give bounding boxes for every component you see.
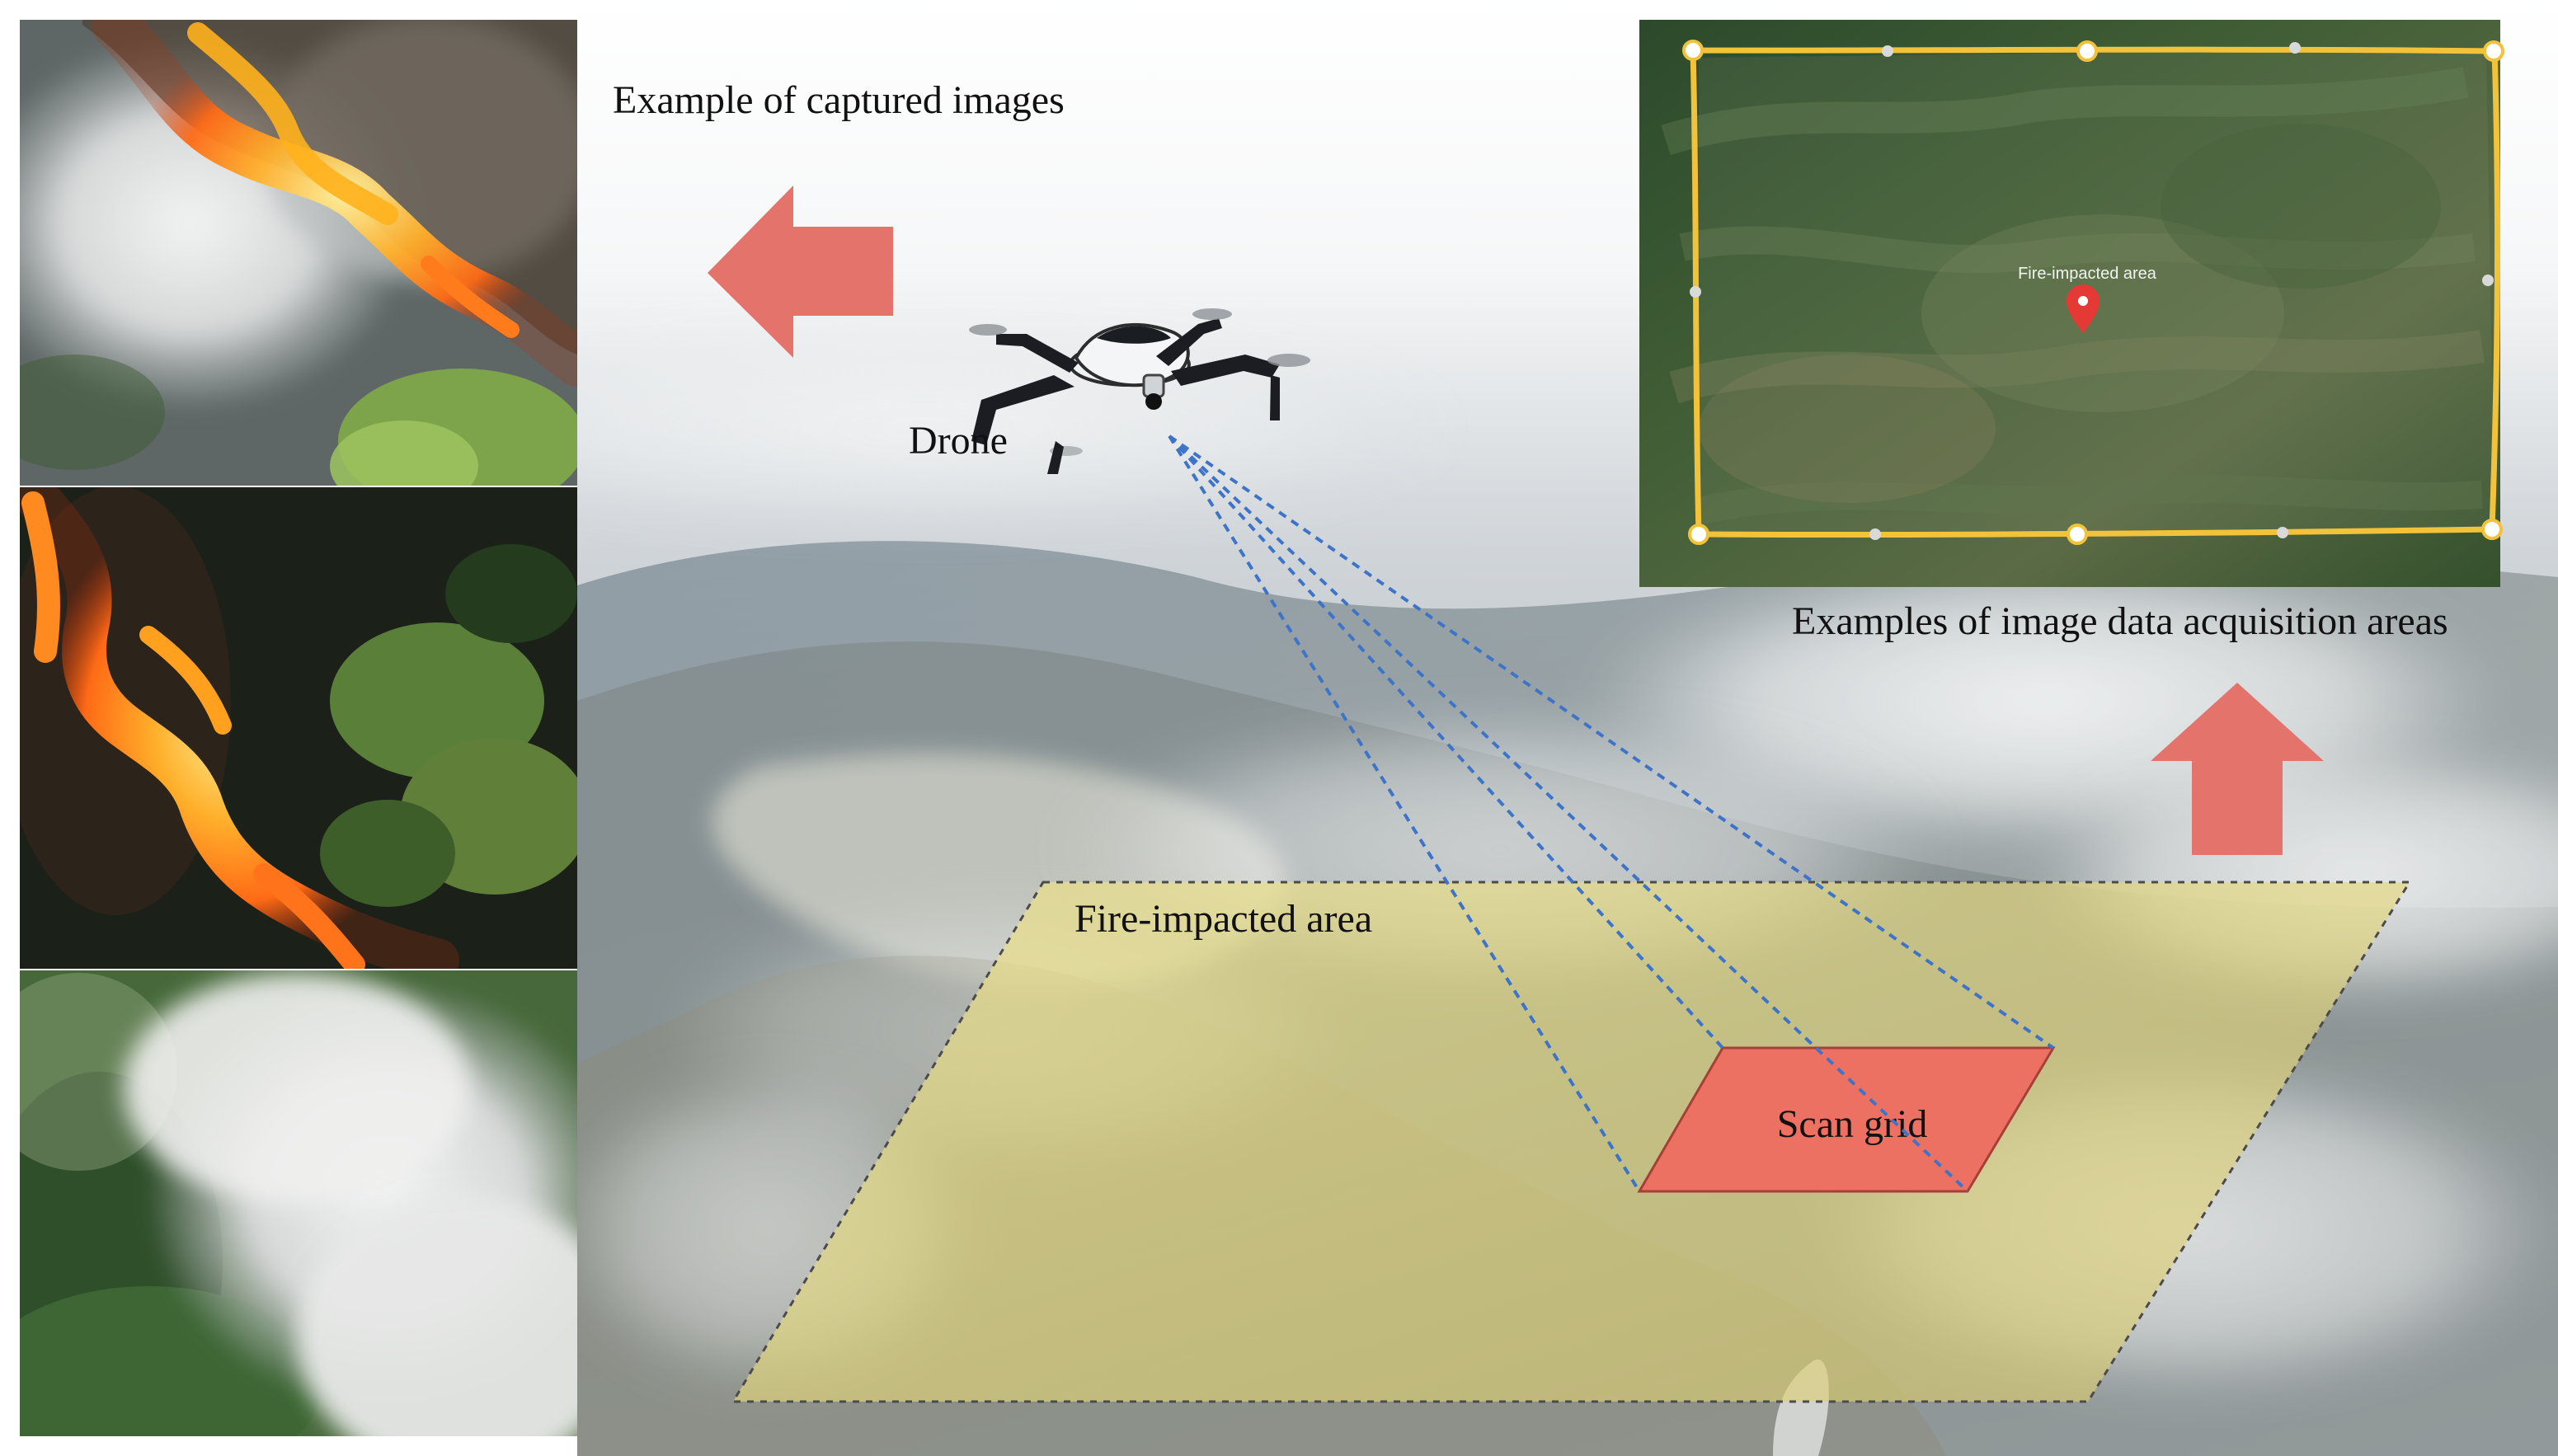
acquisition-area-outline — [1682, 40, 2504, 545]
arrow-left-icon — [708, 186, 893, 358]
map-edge-handle — [2076, 40, 2098, 62]
captured-images-label: Example of captured images — [613, 78, 1065, 122]
captured-image-fire-panel — [20, 20, 577, 486]
quadcopter-drone-icon — [969, 308, 1310, 474]
map-corner-handle — [1688, 524, 1709, 545]
drone-label: Drone — [909, 419, 1008, 463]
fire-impacted-area-region — [731, 881, 2412, 1403]
captured-image-panels — [20, 20, 577, 1436]
captured-image-smoke-panel — [20, 970, 577, 1436]
acquisition-areas-label: Examples of image data acquisition areas — [1792, 599, 2448, 643]
arrow-up-icon — [2151, 683, 2324, 855]
map-corner-handle — [1682, 40, 1704, 61]
map-marker-label: Fire-impacted area — [2018, 265, 2157, 283]
fire-impacted-area-label: Fire-impacted area — [1074, 897, 1372, 941]
drone-sight-lines — [1168, 434, 2055, 1193]
map-corner-handle — [2481, 519, 2503, 540]
captured-image-burning-forest-panel — [20, 486, 577, 970]
map-pin-icon — [2067, 284, 2100, 334]
map-edge-handle — [2067, 524, 2088, 545]
scan-grid-label: Scan grid — [1777, 1102, 1928, 1146]
map-corner-handle — [2483, 40, 2504, 62]
